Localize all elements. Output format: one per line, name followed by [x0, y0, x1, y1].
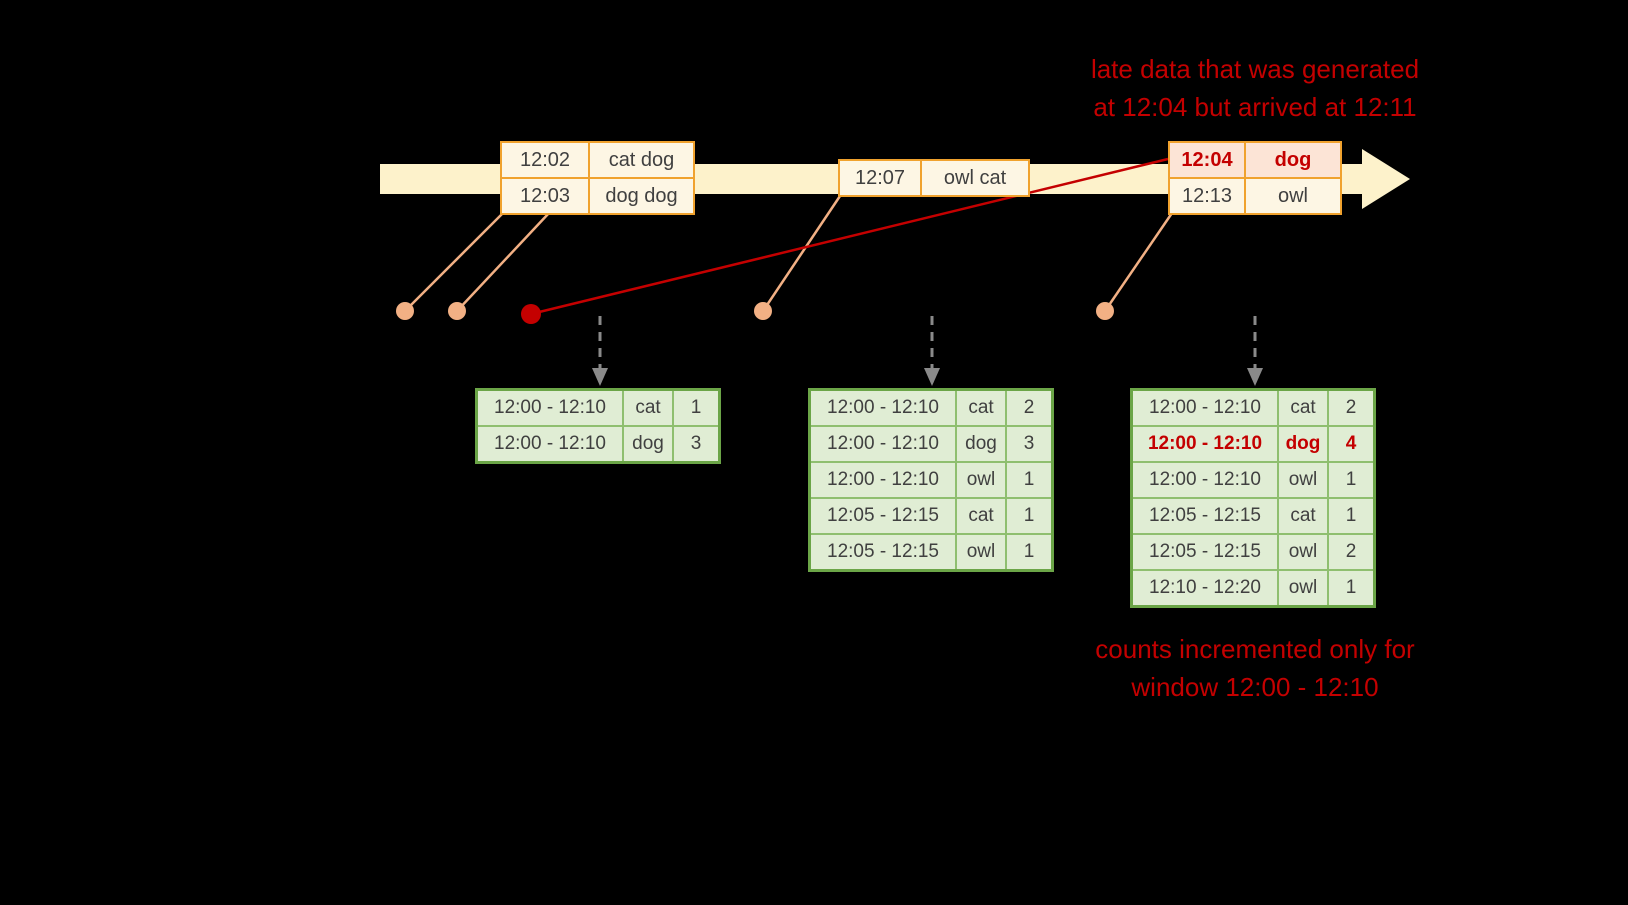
result-window: 12:00 - 12:10	[1147, 433, 1263, 454]
result-word: owl	[955, 463, 1005, 497]
event-marker-dot	[396, 302, 414, 320]
result-word: cat	[1277, 499, 1327, 533]
late-event-marker-dot	[521, 304, 541, 324]
result-window: 12:05 - 12:15	[1149, 541, 1261, 562]
result-word: cat	[955, 391, 1005, 425]
result-count: 1	[1005, 535, 1051, 569]
result-row: 12:05 - 12:15 owl 1	[811, 533, 1051, 569]
result-row: 12:00 - 12:10 cat 2	[1133, 391, 1373, 425]
counts-annotation-line2: window 12:00 - 12:10	[1131, 672, 1379, 702]
result-row: 12:00 - 12:10 cat 2	[811, 391, 1051, 425]
result-row: 12:00 - 12:10 dog 3	[478, 425, 718, 461]
result-row-updated: 12:00 - 12:10 dog 4	[1133, 425, 1373, 461]
result-row: 12:05 - 12:15 cat 1	[1133, 497, 1373, 533]
event-time: 12:07	[854, 166, 906, 189]
input-events-table-2: 12:07 owl cat	[838, 159, 1030, 197]
event-marker-dot	[1096, 302, 1114, 320]
result-count: 4	[1327, 427, 1373, 461]
result-word: owl	[1277, 535, 1327, 569]
input-events-table-1: 12:02 cat dog 12:03 dog dog	[500, 141, 695, 215]
result-table-1: 12:00 - 12:10 cat 1 12:00 - 12:10 dog 3	[475, 388, 721, 464]
result-count: 1	[672, 391, 718, 425]
late-data-annotation-line1: late data that was generated	[1090, 54, 1420, 84]
event-marker-dot	[448, 302, 466, 320]
result-table-2: 12:00 - 12:10 cat 2 12:00 - 12:10 dog 3 …	[808, 388, 1054, 572]
result-row: 12:00 - 12:10 cat 1	[478, 391, 718, 425]
result-row: 12:10 - 12:20 owl 1	[1133, 569, 1373, 605]
result-word: cat	[955, 499, 1005, 533]
connector-line	[1103, 212, 1174, 312]
result-window: 12:00 - 12:10	[1149, 469, 1261, 490]
result-window: 12:00 - 12:10	[827, 397, 939, 418]
result-word: dog	[1277, 427, 1327, 461]
result-word: owl	[955, 535, 1005, 569]
counts-annotation-line1: counts incremented only for	[1095, 634, 1415, 664]
result-count: 2	[1327, 535, 1373, 569]
result-count: 1	[1327, 499, 1373, 533]
input-events-table-3: 12:04 dog 12:13 owl	[1168, 141, 1342, 215]
result-count: 1	[1005, 463, 1051, 497]
event-row: 12:13 owl	[1170, 177, 1340, 213]
connector-line	[761, 195, 842, 312]
result-window: 12:10 - 12:20	[1149, 577, 1261, 598]
event-time: 12:04	[1181, 148, 1233, 171]
late-event-row: 12:04 dog	[1170, 143, 1340, 177]
result-row: 12:05 - 12:15 cat 1	[811, 497, 1051, 533]
trigger-arrow	[1247, 316, 1263, 386]
connector-line	[404, 212, 504, 312]
event-time: 12:03	[519, 184, 571, 207]
event-words: cat dog	[588, 143, 693, 177]
result-count: 1	[1327, 571, 1373, 605]
result-count: 3	[672, 427, 718, 461]
result-window: 12:05 - 12:15	[827, 541, 939, 562]
result-count: 1	[1005, 499, 1051, 533]
counts-incremented-annotation: counts incremented only for window 12:00…	[1010, 630, 1500, 706]
result-window: 12:05 - 12:15	[1149, 505, 1261, 526]
event-time: 12:13	[1181, 184, 1233, 207]
connector-line	[456, 212, 550, 312]
result-word: owl	[1277, 463, 1327, 497]
result-window: 12:00 - 12:10	[827, 469, 939, 490]
result-row: 12:00 - 12:10 owl 1	[811, 461, 1051, 497]
result-row: 12:00 - 12:10 dog 3	[811, 425, 1051, 461]
event-row: 12:02 cat dog	[502, 143, 693, 177]
result-window: 12:00 - 12:10	[827, 433, 939, 454]
result-window: 12:00 - 12:10	[1149, 397, 1261, 418]
result-count: 3	[1005, 427, 1051, 461]
result-word: dog	[955, 427, 1005, 461]
event-marker-dot	[754, 302, 772, 320]
event-words: owl	[1244, 179, 1340, 213]
result-count: 2	[1327, 391, 1373, 425]
result-row: 12:05 - 12:15 owl 2	[1133, 533, 1373, 569]
result-window: 12:00 - 12:10	[494, 433, 606, 454]
trigger-arrow	[924, 316, 940, 386]
result-count: 1	[1327, 463, 1373, 497]
result-table-3: 12:00 - 12:10 cat 2 12:00 - 12:10 dog 4 …	[1130, 388, 1376, 608]
result-window: 12:05 - 12:15	[827, 505, 939, 526]
result-word: owl	[1277, 571, 1327, 605]
result-window: 12:00 - 12:10	[494, 397, 606, 418]
event-row: 12:03 dog dog	[502, 177, 693, 213]
late-data-annotation: late data that was generated at 12:04 bu…	[1010, 50, 1500, 126]
result-word: cat	[1277, 391, 1327, 425]
result-word: cat	[622, 391, 672, 425]
event-words: dog dog	[588, 179, 693, 213]
result-row: 12:00 - 12:10 owl 1	[1133, 461, 1373, 497]
event-time: 12:02	[519, 148, 571, 171]
event-row: 12:07 owl cat	[840, 161, 1028, 195]
event-words: owl cat	[920, 161, 1028, 195]
late-data-annotation-line2: at 12:04 but arrived at 12:11	[1093, 92, 1417, 122]
result-count: 2	[1005, 391, 1051, 425]
result-word: dog	[622, 427, 672, 461]
event-words: dog	[1244, 143, 1340, 177]
trigger-arrow	[592, 316, 608, 386]
